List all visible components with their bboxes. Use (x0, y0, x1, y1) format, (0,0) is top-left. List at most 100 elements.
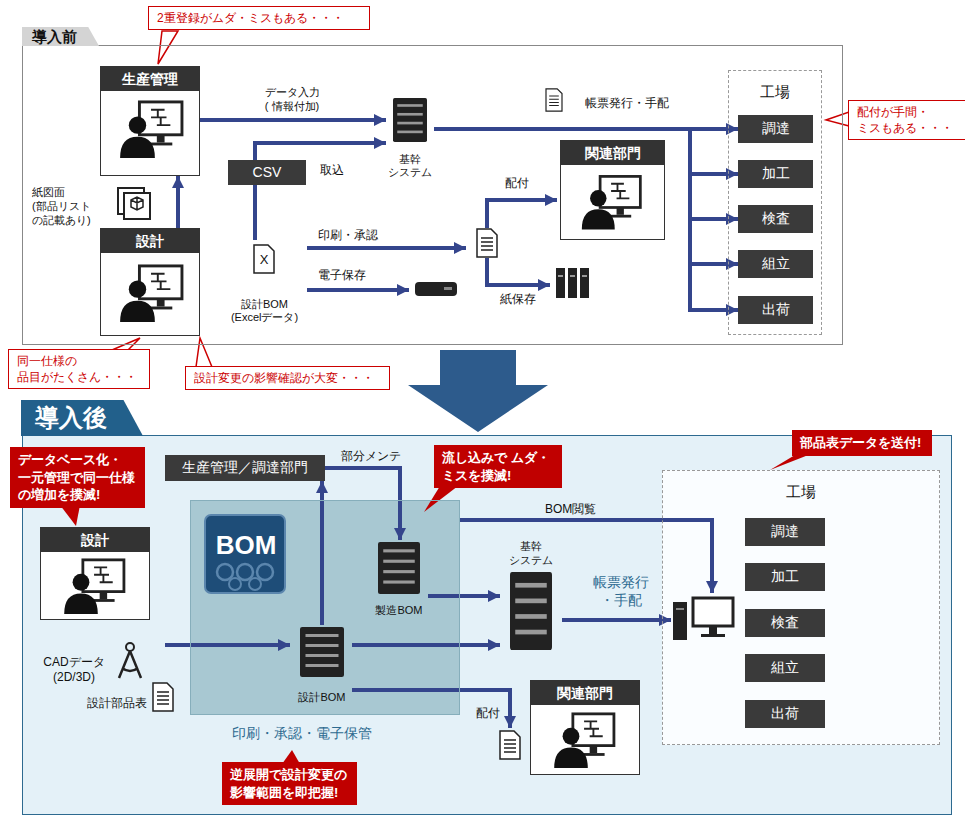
system-node: 製造BOM (370, 540, 428, 618)
node-text: 製造BOM (375, 604, 422, 618)
node-text: 2重登録がムダ・ミスもある・・・ (157, 10, 361, 26)
flow-arrow (434, 129, 738, 310)
node-text: データベース化・ 一元管理で同一仕様 の増加を撲滅! (18, 451, 137, 504)
note-label: 印刷・承認・電子保管 (232, 725, 402, 743)
node-text: 設計BOM (Excelデータ) (222, 298, 307, 326)
note-label: X (257, 252, 271, 268)
process-box: 加工 (745, 563, 825, 591)
note-label: BOM閲覧 (545, 502, 615, 517)
process-box: 組立 (738, 250, 813, 278)
node-text: 同一仕様の 品目がたくさん・・・ (17, 353, 141, 385)
node-text: 基幹 システム (386, 153, 434, 181)
process-box: 組立 (745, 654, 825, 682)
edge-label: 取込 (312, 163, 352, 178)
node-text: 設計BOM (298, 691, 345, 705)
edge-label: データ入力 ( 情報付加) (262, 86, 322, 114)
node-text: 設計変更の影響確認が大変・・・ (194, 370, 381, 386)
pc-icon (673, 598, 733, 640)
callout-box: 配付が手間・ ミスもある・・・ (848, 100, 965, 140)
flow-arrow (200, 118, 386, 122)
flow-line (165, 200, 712, 728)
flow-arrow (434, 129, 738, 174)
node-text: 逆展開で設計変更の 影響範囲を即把握! (230, 766, 349, 801)
node-text: 関連部門 (561, 141, 664, 165)
callout-pointer (60, 31, 849, 764)
node-text: 調達 (771, 523, 799, 541)
factory-region: 工場調達加工検査組立出荷 (662, 470, 940, 745)
note-label: 紙図面 (部品リスト の記載あり) (32, 186, 102, 227)
process-box: 調達 (738, 115, 813, 143)
note-label: 紙保存 (500, 292, 550, 307)
process-box: CSV (228, 160, 306, 185)
node-text: 加工 (771, 568, 799, 586)
system-node: 設計BOM (292, 625, 352, 705)
node-text: 流し込みで ムダ・ミスを撲滅! (442, 449, 554, 484)
callout-box: 同一仕様の 品目がたくさん・・・ (8, 349, 150, 389)
node-text: 生産管理 (101, 67, 199, 91)
process-box: 出荷 (738, 296, 813, 324)
node-text: 調達 (762, 120, 790, 138)
node-text: 検査 (771, 614, 799, 632)
cad-icon (119, 643, 141, 678)
flow-arrow (325, 468, 400, 540)
process-box: 検査 (738, 205, 813, 233)
callout-box: 設計変更の影響確認が大変・・・ (185, 366, 390, 390)
process-box: 出荷 (745, 700, 825, 728)
note-label: 電子保存 (318, 268, 398, 283)
node-text: 関連部門 (531, 681, 639, 705)
dept-box: 生産管理 (100, 66, 200, 176)
callout-box: 逆展開で設計変更の 影響範囲を即把握! (222, 762, 357, 805)
process-box: 加工 (738, 160, 813, 188)
node-text: 導入前 (22, 27, 99, 46)
system-node: 基幹 システム (386, 95, 434, 180)
node-text: 出荷 (771, 705, 799, 723)
node-text: 組立 (762, 255, 790, 273)
process-box: 生産管理／調達部門 (165, 455, 325, 481)
node-text: CSV (253, 164, 282, 182)
panel: 導入後設計生産管理／調達部門BOM製造BOM設計BOM基幹 システム関連部門工場… (22, 435, 952, 815)
note-label: 配付 (505, 176, 545, 191)
dept-box: 設計 (40, 527, 150, 620)
flow-arrow (434, 129, 738, 264)
node-text: 導入後 (21, 400, 143, 436)
note-label: 設計部品表 (72, 696, 147, 711)
node-text: 工場 (729, 71, 821, 102)
flow-arrow (176, 176, 180, 228)
dept-box: 関連部門 (530, 680, 640, 775)
node-text: 基幹 システム (500, 540, 562, 568)
node-text: 出荷 (762, 301, 790, 319)
edge-label: 部分メンテ (336, 449, 406, 464)
note-label: 印刷・承認 (318, 228, 398, 243)
node-text: 組立 (771, 659, 799, 677)
callout-box: 2重登録がムダ・ミスもある・・・ (148, 6, 370, 30)
system-node: 基幹 システム (500, 540, 562, 652)
panel-ground (22, 45, 952, 815)
down-arrow (408, 350, 548, 432)
note-label: 配付 (476, 706, 508, 721)
callout-box: 部品表データを送付! (792, 430, 932, 456)
flow-arrow (352, 643, 500, 647)
node-text: 工場 (663, 471, 939, 502)
flow-arrow (320, 481, 324, 625)
node-text: 部品表データを送付! (800, 434, 924, 452)
note-label: 帳票発行 ・手配 (585, 574, 657, 609)
node-text: BOM (206, 529, 286, 561)
flow-arrow (434, 129, 738, 219)
callout-box: データベース化・ 一元管理で同一仕様 の増加を撲滅! (10, 447, 145, 508)
flow-arrow (253, 185, 257, 240)
bom-logo (205, 515, 285, 593)
process-box: 検査 (745, 609, 825, 637)
drawing-stack-icon (118, 188, 150, 219)
process-box: 調達 (745, 518, 825, 546)
bom-region: BOM 製造BOM 設計BOM (190, 500, 460, 715)
node-text: 配付が手間・ ミスもある・・・ (857, 104, 957, 136)
flow-arrow (255, 143, 386, 160)
node-text: 設計 (101, 229, 199, 253)
note-label: CADデータ (2D/3D) (38, 655, 110, 685)
node-text: 生産管理／調達部門 (182, 459, 308, 477)
panel: 導入前生産管理設計CSV基幹 システム設計BOM (Excelデータ)関連部門工… (22, 45, 843, 345)
flow-arrow (428, 594, 500, 598)
node-text: 検査 (762, 210, 790, 228)
dept-box: 関連部門 (560, 140, 665, 240)
factory-region: 工場調達加工検査組立出荷 (728, 70, 822, 335)
